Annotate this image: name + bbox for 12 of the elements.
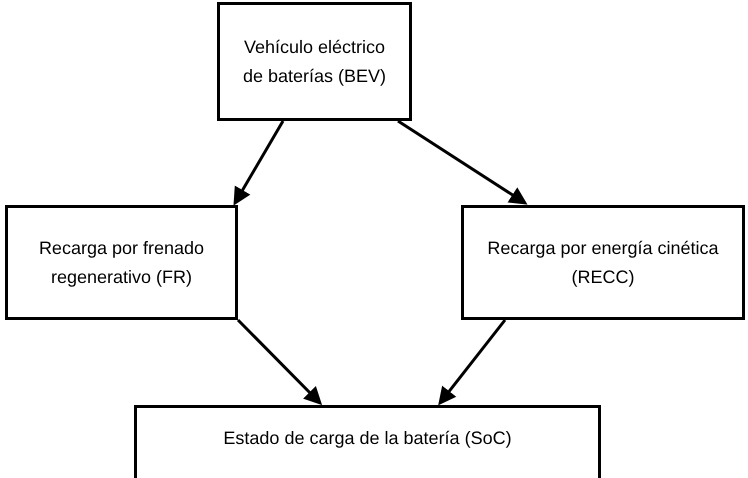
arrow <box>397 120 528 205</box>
box-label: Vehículo eléctrico de baterías (BEV) <box>242 36 388 88</box>
arrow <box>236 318 322 406</box>
process-box <box>461 205 745 320</box>
arrow <box>438 319 506 406</box>
box-label: Recarga por frenado regenerativo (FR) <box>38 236 206 289</box>
process-box <box>217 2 412 121</box>
process-box <box>5 205 238 320</box>
arrow <box>233 120 284 206</box>
process-box <box>134 405 601 478</box>
box-label: Estado de carga de la batería (SoC) <box>223 426 512 450</box>
box-label: Recarga por energía cinética (RECC) <box>486 236 720 289</box>
